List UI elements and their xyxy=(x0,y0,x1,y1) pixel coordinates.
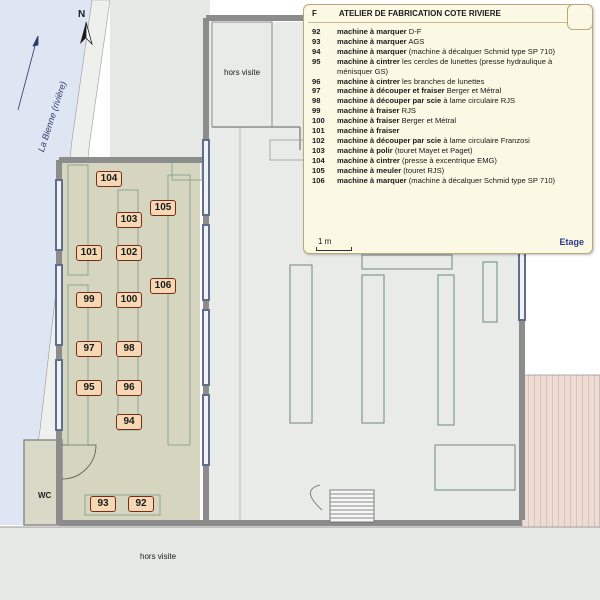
outside-area-bottom xyxy=(0,527,600,600)
closed-area-label-bottom: hors visite xyxy=(140,552,177,561)
workbench xyxy=(437,274,455,426)
river-flow-arrow-icon xyxy=(17,35,39,111)
machine-marker-101[interactable]: 101 xyxy=(76,245,102,261)
closed-room xyxy=(211,21,273,128)
workbench xyxy=(482,261,498,323)
outside-area-top xyxy=(110,0,210,160)
floor-label: Etage xyxy=(559,237,584,247)
scale-bar xyxy=(316,247,352,251)
machine-marker-99[interactable]: 99 xyxy=(76,292,102,308)
machine-marker-105[interactable]: 105 xyxy=(150,200,176,216)
machine-marker-102[interactable]: 102 xyxy=(116,245,142,261)
machine-marker-95[interactable]: 95 xyxy=(76,380,102,396)
machine-marker-93[interactable]: 93 xyxy=(90,496,116,512)
north-label: N xyxy=(78,9,86,20)
wc-room xyxy=(23,439,63,526)
workbench xyxy=(289,264,313,424)
scale-label: 1 m xyxy=(318,237,332,246)
river-area xyxy=(0,0,92,525)
workbench xyxy=(434,444,516,491)
workbench xyxy=(361,274,385,424)
legend-divider xyxy=(308,22,588,23)
legend-letter: F xyxy=(312,9,317,18)
closed-area-label-top: hors visite xyxy=(224,68,261,77)
workbench xyxy=(361,254,453,270)
machine-marker-100[interactable]: 100 xyxy=(116,292,142,308)
machine-marker-96[interactable]: 96 xyxy=(116,380,142,396)
machine-marker-97[interactable]: 97 xyxy=(76,341,102,357)
wc-label: WC xyxy=(38,491,52,500)
hatched-annex xyxy=(520,375,600,527)
machine-marker-103[interactable]: 103 xyxy=(116,212,142,228)
legend-corner-tab xyxy=(567,4,593,30)
legend-header: F ATELIER DE FABRICATION COTE RIVIERE xyxy=(312,9,501,18)
machine-marker-92[interactable]: 92 xyxy=(128,496,154,512)
door-swing-icon xyxy=(61,444,97,480)
machine-marker-98[interactable]: 98 xyxy=(116,341,142,357)
machine-marker-94[interactable]: 94 xyxy=(116,414,142,430)
machine-marker-104[interactable]: 104 xyxy=(96,171,122,187)
staircase-icon xyxy=(329,489,375,523)
north-arrow-icon xyxy=(80,21,93,46)
legend-title: ATELIER DE FABRICATION COTE RIVIERE xyxy=(338,9,501,18)
machine-marker-106[interactable]: 106 xyxy=(150,278,176,294)
